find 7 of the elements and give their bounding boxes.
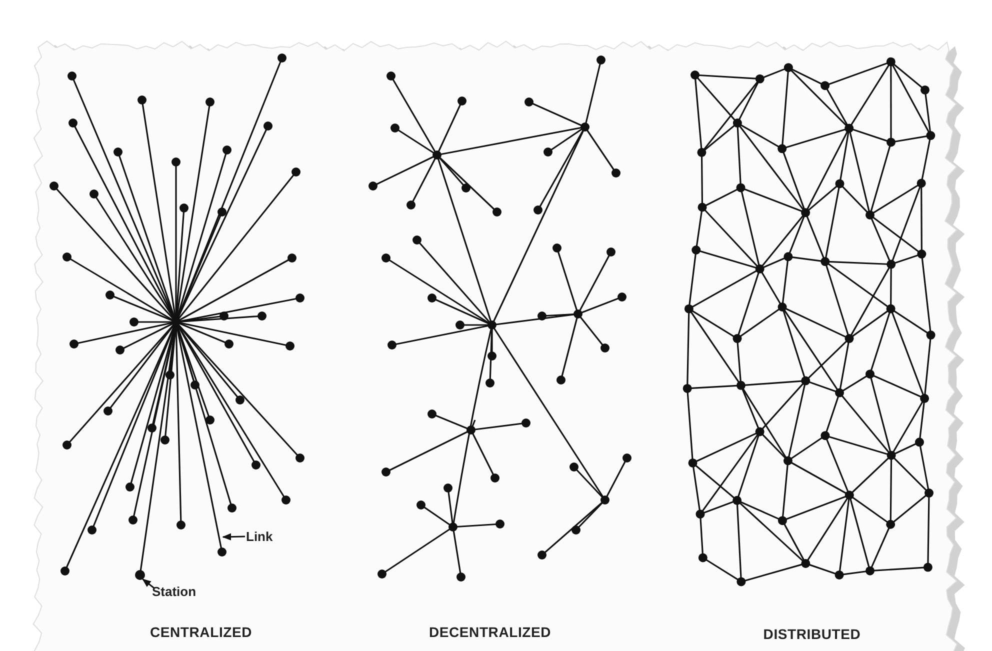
network-type-label: CENTRALIZED xyxy=(150,624,252,640)
callout-label: Link xyxy=(246,529,273,544)
network-type-label: DECENTRALIZED xyxy=(428,624,552,640)
network-type-label: DISTRIBUTED xyxy=(763,626,861,642)
leader-line xyxy=(142,578,154,589)
leader-line xyxy=(222,533,246,540)
callout-label: Station xyxy=(152,584,196,599)
